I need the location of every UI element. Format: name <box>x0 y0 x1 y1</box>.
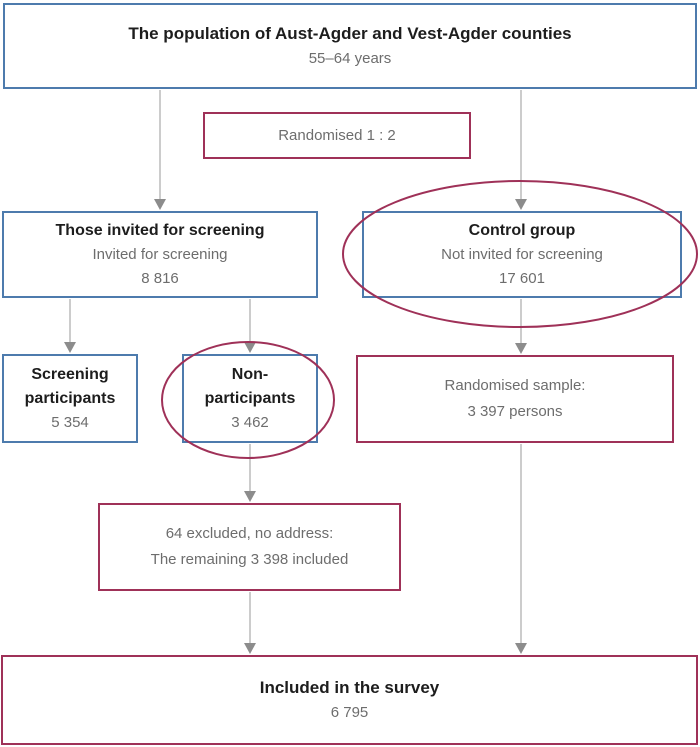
control-group-box: Control group Not invited for screening … <box>362 211 682 298</box>
sample-line2: 3 397 persons <box>467 403 563 420</box>
population-title: The population of Aust-Agder and Vest-Ag… <box>128 24 572 43</box>
nonpart-title-line1: Non- <box>231 365 269 383</box>
excluded-line2: The remaining 3 398 included <box>150 551 349 568</box>
control-subtitle: Not invited for screening <box>441 245 603 263</box>
included-count: 6 795 <box>330 704 369 721</box>
screening-title-line2: participants <box>24 389 116 407</box>
randomised-sample-box: Randomised sample: 3 397 persons <box>356 355 674 443</box>
included-box: Included in the survey 6 795 <box>1 655 698 745</box>
invited-title: Those invited for screening <box>55 221 265 239</box>
arrowhead-invited-to-nonpart <box>244 342 256 353</box>
arrowhead-population-to-control <box>515 199 527 210</box>
screening-title-line1: Screening <box>31 365 109 383</box>
screening-count: 5 354 <box>51 413 89 431</box>
invited-subtitle: Invited for screening <box>92 245 228 263</box>
nonpart-title-line2: participants <box>204 389 296 407</box>
sample-line1: Randomised sample: <box>444 377 586 394</box>
control-count: 17 601 <box>499 269 545 287</box>
excluded-line1: 64 excluded, no address: <box>165 525 334 542</box>
invited-box: Those invited for screening Invited for … <box>2 211 318 298</box>
screening-participants-box: Screening participants 5 354 <box>2 354 138 443</box>
arrowhead-population-to-invited <box>154 199 166 210</box>
arrowhead-control-to-sample <box>515 343 527 354</box>
randomised-ratio-box: Randomised 1 : 2 <box>203 112 471 159</box>
randomised-ratio-label: Randomised 1 : 2 <box>278 126 396 144</box>
included-title: Included in the survey <box>259 678 440 697</box>
arrowhead-sample-to-included <box>515 643 527 654</box>
arrowhead-excluded-to-included <box>244 643 256 654</box>
invited-count: 8 816 <box>141 269 179 287</box>
non-participants-box: Non- participants 3 462 <box>182 354 318 443</box>
nonpart-count: 3 462 <box>231 413 269 431</box>
population-subtitle: 55–64 years <box>308 50 392 67</box>
arrowhead-invited-to-screening <box>64 342 76 353</box>
arrowhead-nonpart-to-excluded <box>244 491 256 502</box>
excluded-box: 64 excluded, no address: The remaining 3… <box>98 503 401 591</box>
population-box: The population of Aust-Agder and Vest-Ag… <box>3 3 697 89</box>
control-title: Control group <box>468 221 576 239</box>
